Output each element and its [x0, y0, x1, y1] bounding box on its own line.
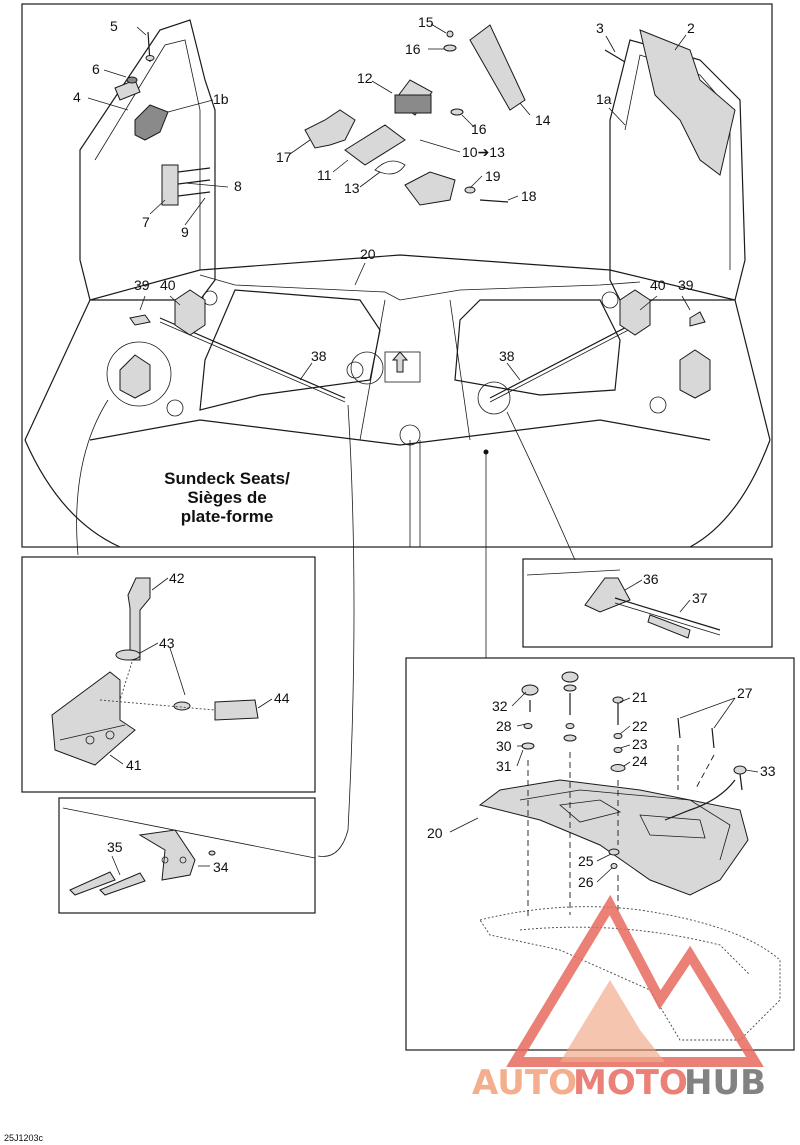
- label-15: 15: [418, 14, 434, 30]
- watermark-text-2: MOTO: [573, 1063, 688, 1103]
- label-35: 35: [107, 839, 123, 855]
- label-12: 12: [357, 70, 373, 86]
- left-hardware: [114, 31, 211, 206]
- label-21: 21: [632, 689, 648, 705]
- label-40-left: 40: [160, 277, 176, 293]
- label-26: 26: [578, 874, 594, 890]
- label-42: 42: [169, 570, 185, 586]
- seat-assembly: [449, 671, 781, 1041]
- label-37: 37: [692, 590, 708, 606]
- watermark-logo: AUTO MOTO HUB: [472, 894, 766, 1103]
- latch-assembly: [350, 351, 421, 385]
- bracket-detail: [62, 807, 316, 896]
- label-20-detail: 20: [427, 825, 443, 841]
- label-1b: 1b: [213, 91, 229, 107]
- label-43: 43: [159, 635, 175, 651]
- label-18: 18: [521, 188, 537, 204]
- diagram-title: Sundeck Seats/ Sièges de plate-forme: [164, 469, 290, 526]
- title-line-1: Sundeck Seats/: [164, 469, 290, 488]
- label-9: 9: [181, 224, 189, 240]
- leader-lines-main: [87, 23, 691, 381]
- label-2: 2: [687, 20, 695, 36]
- label-8: 8: [234, 178, 242, 194]
- label-39-right: 39: [678, 277, 694, 293]
- label-31: 31: [496, 758, 512, 774]
- label-16-bottom: 16: [471, 121, 487, 137]
- label-11: 11: [317, 167, 332, 183]
- label-1a: 1a: [596, 91, 612, 107]
- label-32: 32: [492, 698, 508, 714]
- label-44: 44: [274, 690, 290, 706]
- label-6: 6: [92, 61, 100, 77]
- title-line-2: Sièges de: [187, 488, 266, 507]
- hinges: [119, 289, 711, 399]
- label-41: 41: [126, 757, 142, 773]
- label-40-right: 40: [650, 277, 666, 293]
- label-10-13: 10➔13: [462, 144, 505, 160]
- hinge-detail: [51, 577, 273, 766]
- title-line-3: plate-forme: [181, 507, 274, 526]
- label-33: 33: [760, 763, 776, 779]
- label-13: 13: [344, 180, 360, 196]
- label-22: 22: [632, 718, 648, 734]
- hinge-detail-frame: [21, 556, 316, 793]
- figure-code: 25J1203c: [4, 1133, 44, 1143]
- label-19: 19: [485, 168, 501, 184]
- label-23: 23: [632, 736, 648, 752]
- left-backrest: [79, 19, 216, 301]
- label-27: 27: [737, 685, 753, 701]
- label-25: 25: [578, 853, 594, 869]
- label-20-main: 20: [360, 246, 376, 262]
- main-diagram-frame: [21, 3, 773, 548]
- rod-end-detail: [526, 569, 721, 639]
- label-17: 17: [276, 149, 292, 165]
- right-plate: [604, 29, 736, 176]
- label-16-top: 16: [405, 41, 421, 57]
- sundeck-body: [24, 254, 771, 548]
- label-5: 5: [110, 18, 118, 34]
- label-7: 7: [142, 214, 150, 230]
- support-rods: [106, 317, 641, 415]
- callout-connectors: [76, 399, 576, 857]
- label-38-right: 38: [499, 348, 515, 364]
- label-28: 28: [496, 718, 512, 734]
- rod-end-detail-frame: [522, 558, 773, 648]
- label-39-left: 39: [134, 277, 150, 293]
- label-3: 3: [596, 20, 604, 36]
- part-number-labels: 5 6 4 1b 7 8 9 15 16 16 14 12 17 11 13 1…: [73, 14, 776, 890]
- watermark-text-1: AUTO: [472, 1063, 577, 1103]
- label-34: 34: [213, 859, 229, 875]
- label-36: 36: [643, 571, 659, 587]
- label-14: 14: [535, 112, 551, 128]
- label-38-left: 38: [311, 348, 327, 364]
- watermark-text-3: HUB: [684, 1063, 766, 1103]
- label-30: 30: [496, 738, 512, 754]
- label-24: 24: [632, 753, 648, 769]
- strap-handle-hardware: [304, 24, 526, 206]
- bracket-detail-frame: [58, 797, 316, 914]
- label-4: 4: [73, 89, 81, 105]
- watermark-triangle-icon: [506, 894, 764, 1067]
